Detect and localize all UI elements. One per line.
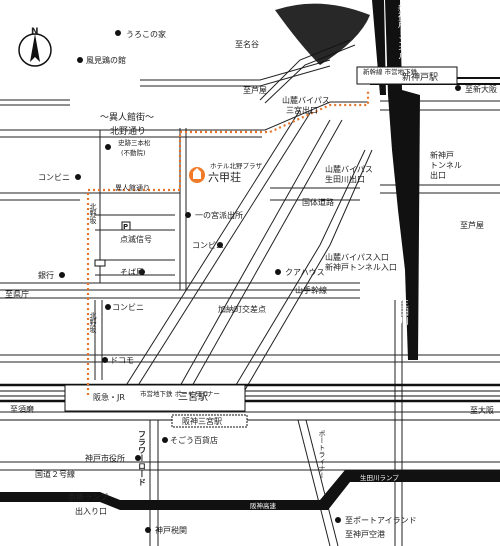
sannomiya-station-box xyxy=(64,384,246,412)
sogo-label: そごう百貨店 xyxy=(170,435,218,445)
rail-lines xyxy=(0,77,500,421)
kamimatsu-label-1: 史跡三本松 xyxy=(118,138,151,147)
port-island-marker xyxy=(335,517,341,523)
kanocho-label: 加納町交差点 xyxy=(218,304,266,314)
yamate-bypass-entrance-label-1: 山麓バイパス入口 xyxy=(325,252,389,262)
port-liner-label: ポートライナー xyxy=(318,430,326,479)
city-hall-marker xyxy=(135,455,141,461)
hanshin-sannomiya-label: 阪神三宮駅 xyxy=(182,416,222,426)
shinkobe-tunnel-exit-label-3: 出口 xyxy=(430,170,446,180)
diagonal-roads xyxy=(119,109,373,396)
konbini1-marker xyxy=(75,174,81,180)
docomo-label: ドコモ xyxy=(110,356,134,365)
traffic-signal-icon xyxy=(94,259,106,267)
kitano-street-label: 北野通り xyxy=(110,126,146,137)
yamate-bypass-sannomiya-label-1: 山麓バイパス xyxy=(282,95,330,105)
yamate-bypass-sannomiya-label-2: 三宮出口 xyxy=(286,105,318,115)
urokono-ie-label: うろこの家 xyxy=(126,29,166,39)
soba-marker xyxy=(139,269,145,275)
ichinomiya-marker xyxy=(185,212,191,218)
kokutai-label: 国体道路 xyxy=(302,197,334,207)
subway-port-label: 市営地下鉄 ポートライナー xyxy=(140,389,220,398)
ikuta-river xyxy=(385,0,420,360)
yamate-bypass-entrance-label-2: 新神戸トンネル入口 xyxy=(325,262,397,272)
shinkobe-station-label: 新神戸駅 xyxy=(402,71,438,83)
hotel-label: ホテル北野プラザ xyxy=(210,162,263,170)
yamate-bypass-ikuta-label-2: 生田川出口 xyxy=(325,174,365,184)
to-ashiya-label-2: 至芦屋 xyxy=(460,220,484,230)
kyobashi-ramp-label: 京橋ランプ xyxy=(68,492,108,502)
kobe-customs-marker xyxy=(145,527,151,533)
hanshin-expressway-label: 阪神高速 xyxy=(250,501,277,510)
to-nagoya-label: 至名谷 xyxy=(235,39,259,49)
to-shinkobe-marker xyxy=(455,85,461,91)
to-airport-label: 至神戸空港 xyxy=(345,529,385,539)
flower-road-label: フラワーロード xyxy=(138,430,147,486)
ginko-marker xyxy=(59,272,65,278)
sogo-marker xyxy=(162,437,168,443)
shinkobe-tunnel-exit-label-1: 新神戸 xyxy=(430,150,454,160)
hankyu-jr-label: 阪急・JR xyxy=(93,392,125,402)
kamimatsu-marker xyxy=(105,144,111,150)
ijinkan-street-label: 〜異人館街〜 xyxy=(100,111,154,123)
to-ashiya-label-1: 至芦屋 xyxy=(243,85,267,95)
kobe-customs-label: 神戸税関 xyxy=(155,525,187,535)
hanshin-expressway-road xyxy=(0,470,500,510)
sannomiya-station-label: 三宮駅 xyxy=(178,390,208,403)
shinkansen-subway-label: 新幹線 市営地下鉄 xyxy=(363,67,418,76)
ikuta-ramp-label: 生田川ランプ xyxy=(360,473,399,482)
to-port-island-label: 至ポートアイランド xyxy=(345,516,417,525)
compass-north-label: N xyxy=(31,27,39,37)
poi-markers xyxy=(59,30,461,533)
ichinomiya-label: 一の宮派出所 xyxy=(195,210,243,220)
kitano-zaka-label-2: 北野坂 xyxy=(89,312,97,334)
to-shinosaka-label: 至新大阪 xyxy=(465,84,497,94)
konbini1-label: コンビニ xyxy=(38,173,70,182)
shinkobe-tunnel-exit-label-2: トンネル xyxy=(430,161,462,170)
kuahausu-marker xyxy=(275,269,281,275)
exit-entrance-label: 出入り口 xyxy=(75,506,107,516)
konbini2-marker xyxy=(217,242,223,248)
yamate-kansen-label: 山手幹線 xyxy=(295,285,327,295)
hotel-name-label: 六甲荘 xyxy=(208,171,241,184)
docomo-marker xyxy=(102,357,108,363)
to-kencho-label: 至県庁 xyxy=(5,289,29,299)
kitano-zaka-label-1: 北野坂 xyxy=(89,203,97,225)
hotel-marker xyxy=(189,167,205,183)
kokudo2-label: 国道２号線 xyxy=(35,469,75,479)
konbini3-marker xyxy=(105,304,111,310)
shinkobe-tunnel-top-label: 新神戸トンネル xyxy=(398,3,407,60)
city-hall-label: 神戸市役所 xyxy=(85,453,125,463)
to-suma-label: 至須磨 xyxy=(10,404,34,414)
hanshin-sannomiya-box xyxy=(171,414,248,428)
tenmetsu-label: 点滅信号 xyxy=(120,234,152,244)
kazamidori-label: 風見鶏の館 xyxy=(86,55,126,65)
walking-route xyxy=(86,90,370,395)
ikuta-river-label: 生田川 xyxy=(398,297,409,325)
yamate-bypass-ikuta-label-1: 山麓バイパス xyxy=(325,164,373,174)
parking-icon-letter: P xyxy=(123,223,128,231)
kamimatsu-label-2: (不動院) xyxy=(121,148,146,157)
urokono-ie-marker xyxy=(115,30,121,36)
kuahausu-label: クアハウス xyxy=(285,268,325,277)
ijinkan-street2-label: 異人館通り xyxy=(115,183,150,192)
shinkobe-station-box xyxy=(356,66,458,85)
ginko-label: 銀行 xyxy=(38,270,54,280)
kazamidori-marker xyxy=(77,57,83,63)
compass-icon: N xyxy=(18,27,52,67)
parking-icon xyxy=(121,221,131,231)
soba-label: そば屋 xyxy=(120,268,144,277)
konbini3-label: コンビニ xyxy=(112,303,144,312)
forest-patch xyxy=(275,3,370,66)
to-osaka-label: 至大阪 xyxy=(470,405,494,415)
konbini2-label: コンビニ xyxy=(192,241,224,250)
